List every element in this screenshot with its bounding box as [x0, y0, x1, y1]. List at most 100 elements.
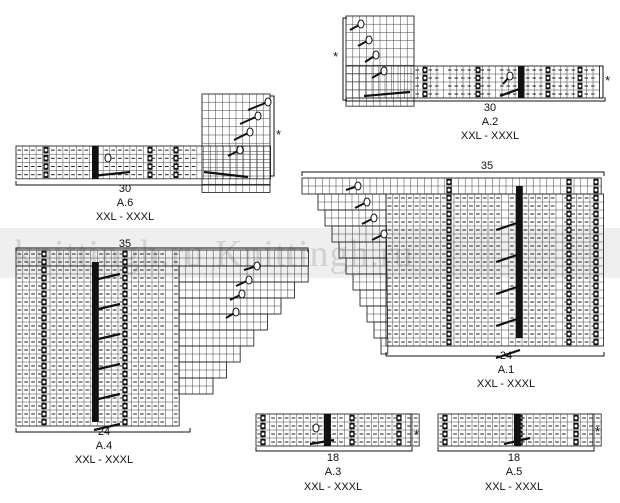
chart-a4-dot — [123, 412, 127, 416]
chart-a2-dot — [476, 92, 480, 96]
chart-a4-dot — [123, 300, 127, 304]
chart-a1-dot — [594, 340, 598, 344]
chart-a6-dot — [148, 173, 152, 177]
chart-a1-dot — [567, 252, 571, 256]
chart-a1-dot — [447, 236, 451, 240]
chart-a1-dot — [567, 300, 571, 304]
chart-a4-dot — [123, 268, 127, 272]
chart-a4-dot — [42, 340, 46, 344]
chart-a1-size: XXL - XXXL — [476, 378, 536, 390]
chart-a4-dot — [42, 404, 46, 408]
chart-a3-dot — [397, 440, 401, 444]
chart-a3-dot — [350, 424, 354, 428]
chart-a2-dot — [546, 68, 550, 72]
chart-a5-dot — [574, 416, 578, 420]
chart-a5-dot — [443, 416, 447, 420]
chart-a4-dot — [42, 268, 46, 272]
chart-a4-dot — [123, 420, 127, 424]
chart-a2-upper-border — [345, 15, 415, 107]
chart-a4-dot — [42, 284, 46, 288]
chart-a4-dot — [42, 292, 46, 296]
chart-a6-width-bracket — [15, 181, 271, 186]
chart-a6-lower-border — [15, 145, 272, 180]
chart-a1-width-bracket — [385, 352, 605, 357]
chart-a6-cable-line — [203, 170, 249, 179]
chart-a3-dot — [397, 424, 401, 428]
chart-a1-dot — [567, 276, 571, 280]
chart-a1-top-label: 35 — [480, 160, 494, 172]
chart-a4-dot — [123, 364, 127, 368]
chart-a3-main-border — [255, 413, 420, 447]
chart-a4-width-bracket — [15, 428, 191, 433]
chart-a1-dot — [594, 180, 598, 184]
chart-a4-dot — [123, 404, 127, 408]
chart-a2-dot — [423, 68, 427, 72]
chart-a1-name: A.1 — [497, 364, 515, 376]
chart-a1-dot — [594, 300, 598, 304]
chart-a1-needle-eye — [370, 213, 378, 223]
chart-a4-dot — [123, 252, 127, 256]
chart-a5-name: A.5 — [505, 466, 523, 478]
chart-a1-dot — [447, 180, 451, 184]
chart-a1-dot — [447, 292, 451, 296]
chart-a3-dot — [397, 416, 401, 420]
chart-a2-needle-eye — [380, 66, 388, 76]
chart-a3-width-label: 18 — [326, 452, 340, 464]
chart-a6-cable-column — [92, 146, 99, 179]
chart-a2-needle-eye — [357, 19, 365, 29]
chart-a2-dot — [476, 68, 480, 72]
chart-a5-width-label: 18 — [507, 452, 521, 464]
chart-a5-width-bracket — [437, 447, 595, 452]
chart-a4-dot — [123, 356, 127, 360]
chart-a1-dot — [447, 316, 451, 320]
chart-a1-dot — [594, 228, 598, 232]
chart-a4-dot — [123, 308, 127, 312]
chart-a4-dot — [42, 332, 46, 336]
chart-a4-dot — [123, 276, 127, 280]
chart-a1-dot — [594, 236, 598, 240]
chart-a3-dot — [261, 416, 265, 420]
chart-a3-dot — [350, 432, 354, 436]
chart-a1-dot — [594, 196, 598, 200]
chart-a1-dot — [567, 308, 571, 312]
chart-a2-dot — [546, 76, 550, 80]
chart-a4-dot — [123, 316, 127, 320]
chart-a6-dot — [148, 156, 152, 160]
chart-a4-dot — [123, 284, 127, 288]
chart-a6-dot — [174, 148, 178, 152]
chart-a4-dot — [42, 308, 46, 312]
chart-a5-side-bracket — [589, 413, 594, 447]
chart-a1-dot — [447, 188, 451, 192]
chart-a1-dot — [567, 204, 571, 208]
chart-a4-needle-eye — [245, 275, 253, 285]
chart-a1-dot — [567, 244, 571, 248]
chart-a5-cable-column — [514, 414, 521, 446]
chart-a2-side-bracket — [599, 65, 604, 99]
chart-a6-dot — [44, 156, 48, 160]
chart-a3-dot — [261, 440, 265, 444]
chart-a4-dot — [42, 300, 46, 304]
chart-a1-needle-eye — [354, 181, 362, 191]
chart-a4-cable-line — [93, 332, 121, 342]
chart-a4-dot — [42, 316, 46, 320]
chart-a1-needle-eye — [363, 197, 371, 207]
chart-a4-dot — [123, 324, 127, 328]
chart-a2-size: XXL - XXXL — [460, 130, 520, 142]
chart-a1-dot — [567, 228, 571, 232]
chart-a1-dot — [594, 308, 598, 312]
chart-a3-side-bracket — [407, 413, 412, 447]
chart-a1-dot — [567, 292, 571, 296]
chart-a1-dot — [567, 220, 571, 224]
chart-a1-dot — [447, 300, 451, 304]
chart-a2-dot — [578, 76, 582, 80]
chart-a4-cable-column — [92, 262, 99, 422]
chart-a2-width-bracket — [345, 97, 606, 102]
chart-a5-size: XXL - XXXL — [484, 481, 544, 493]
chart-a1-dot — [447, 308, 451, 312]
chart-a4-dot — [42, 260, 46, 264]
chart-a3-mark: * — [414, 427, 420, 442]
chart-a2-dot — [423, 92, 427, 96]
chart-a6-loop — [104, 153, 112, 163]
